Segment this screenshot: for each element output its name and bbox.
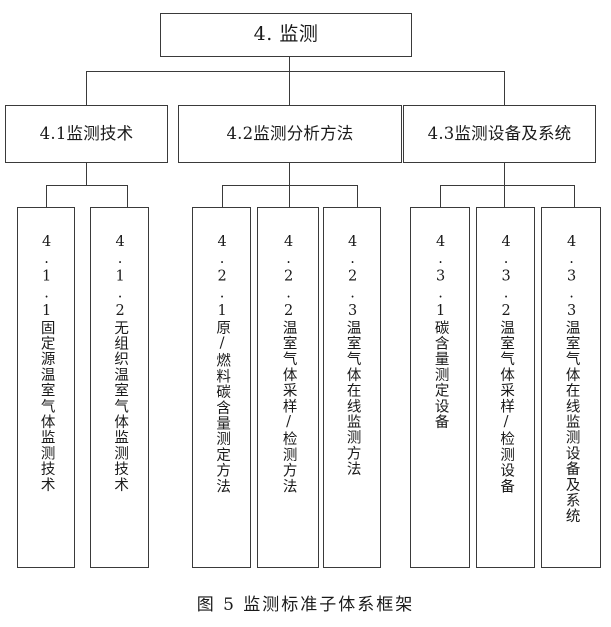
node-branch-3: 4.3监测设备及系统 xyxy=(403,105,596,163)
connector-drop-branch-2 xyxy=(289,71,290,105)
node-root: 4. 监测 xyxy=(160,13,412,57)
figure-caption: 图 5 监测标准子体系框架 xyxy=(196,595,415,615)
node-leaf-3-2: 4.3.2温室气体采样/检测设备 xyxy=(476,207,535,568)
connector-drop-leaf-1-1 xyxy=(46,185,47,207)
node-leaf-3-2-label: 4.3.2温室气体采样/检测设备 xyxy=(498,234,515,495)
node-branch-2-label: 4.2监测分析方法 xyxy=(226,123,354,143)
node-leaf-3-3: 4.3.3温室气体在线监测设备及系统 xyxy=(541,207,601,568)
node-leaf-2-2-label: 4.2.2温室气体采样/检测方法 xyxy=(280,234,297,495)
node-leaf-3-3-label: 4.3.3温室气体在线监测设备及系统 xyxy=(563,234,580,525)
node-leaf-3-1: 4.3.1碳含量测定设备 xyxy=(410,207,470,568)
node-leaf-1-1: 4.1.1固定源温室气体监测技术 xyxy=(17,207,75,568)
node-leaf-1-2: 4.1.2无组织温室气体监测技术 xyxy=(90,207,149,568)
connector-drop-leaf-2-1 xyxy=(222,185,223,207)
node-root-label: 4. 监测 xyxy=(253,23,319,46)
node-leaf-3-1-label: 4.3.1碳含量测定设备 xyxy=(432,234,449,430)
node-leaf-2-1-label: 4.2.1原/燃料碳含量测定方法 xyxy=(214,234,231,495)
node-branch-1: 4.1监测技术 xyxy=(5,105,168,163)
connector-drop-branch-1 xyxy=(86,71,87,105)
connector-drop-branch-3 xyxy=(504,71,505,105)
node-branch-2: 4.2监测分析方法 xyxy=(178,105,402,163)
connector-drop-leaf-2-3 xyxy=(357,185,358,207)
node-branch-3-label: 4.3监测设备及系统 xyxy=(427,123,572,143)
node-leaf-2-3-label: 4.2.3温室气体在线监测方法 xyxy=(344,234,361,477)
connector-drop-leaf-3-3 xyxy=(574,185,575,207)
connector-branch-3-bar xyxy=(440,185,574,186)
node-branch-1-label: 4.1监测技术 xyxy=(39,123,134,143)
connector-drop-leaf-2-2 xyxy=(289,185,290,207)
node-leaf-2-1: 4.2.1原/燃料碳含量测定方法 xyxy=(192,207,251,568)
connector-branch-1-bar xyxy=(46,185,127,186)
node-leaf-1-2-label: 4.1.2无组织温室气体监测技术 xyxy=(112,234,129,493)
connector-drop-leaf-1-2 xyxy=(127,185,128,207)
connector-drop-leaf-3-1 xyxy=(440,185,441,207)
connector-branch-3-stem xyxy=(504,163,505,185)
connector-branch-1-stem xyxy=(86,163,87,185)
node-leaf-2-3: 4.2.3温室气体在线监测方法 xyxy=(323,207,381,568)
connector-drop-leaf-3-2 xyxy=(504,185,505,207)
connector-level2-bar xyxy=(86,71,504,72)
node-leaf-2-2: 4.2.2温室气体采样/检测方法 xyxy=(257,207,319,568)
node-leaf-1-1-label: 4.1.1固定源温室气体监测技术 xyxy=(38,234,55,493)
connector-branch-2-stem xyxy=(289,163,290,185)
connector-root-stem xyxy=(289,57,290,71)
